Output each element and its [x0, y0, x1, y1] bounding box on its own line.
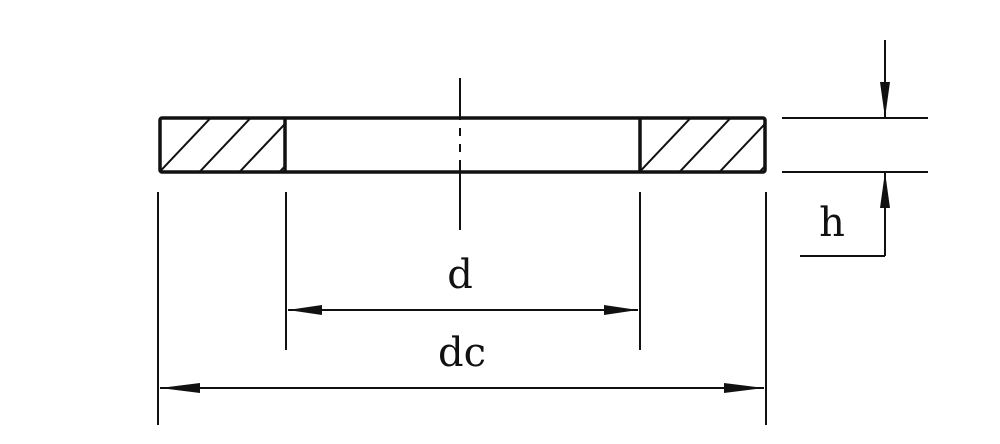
hatching-left: [160, 118, 285, 172]
arrow-h-bottom: [880, 172, 890, 208]
extension-lines: [157, 117, 928, 425]
arrow-dc-left: [160, 383, 200, 393]
label-h: h: [819, 200, 845, 246]
label-dc: dc: [438, 330, 486, 376]
washer-outline: [158, 116, 767, 174]
arrow-dc-right: [724, 383, 764, 393]
arrow-d-left: [288, 305, 322, 315]
hatching-right: [640, 118, 765, 172]
dimension-h: h: [800, 40, 890, 257]
arrow-d-right: [604, 305, 638, 315]
arrow-h-top: [880, 82, 890, 118]
dimension-dc: dc: [160, 330, 764, 393]
label-d: d: [447, 252, 473, 298]
washer-section: [158, 78, 767, 230]
dimension-d: d: [288, 252, 638, 315]
